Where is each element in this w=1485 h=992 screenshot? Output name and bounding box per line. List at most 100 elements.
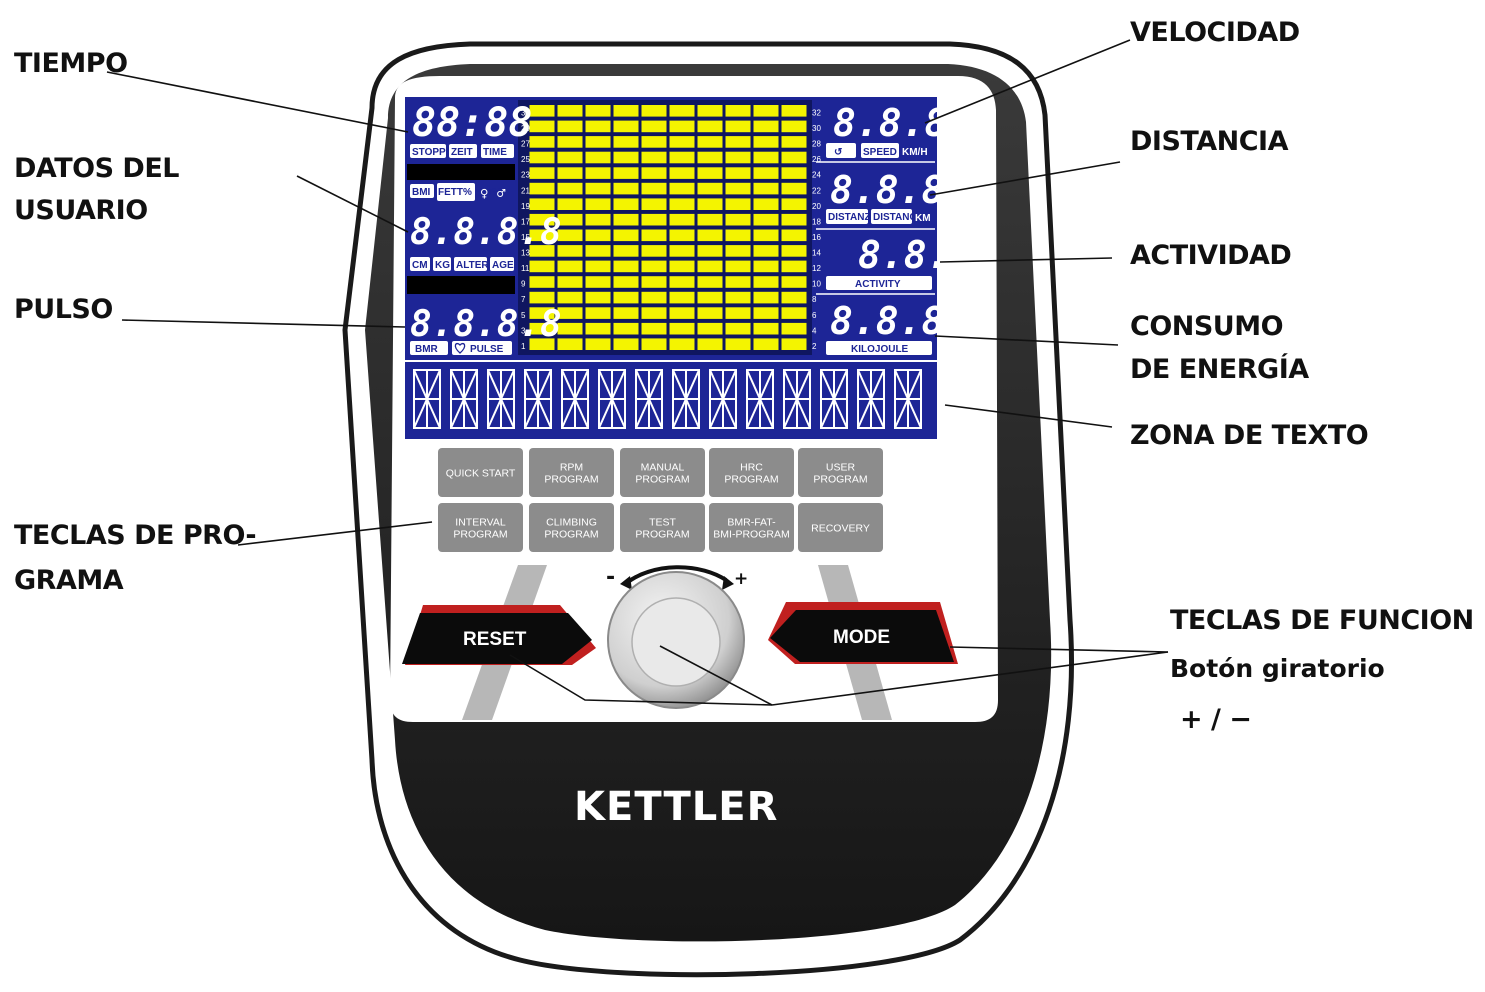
- callout-tiempo: TIEMPO: [14, 48, 128, 79]
- bar-segment: [557, 198, 583, 210]
- program-key[interactable]: QUICK START: [438, 448, 523, 497]
- callout-teclas-funcion: TECLAS DE FUNCION: [1170, 605, 1474, 636]
- tick-left: 13: [521, 249, 530, 258]
- bar-segment: [613, 105, 639, 117]
- bar-segment: [641, 229, 667, 242]
- bar-segment: [529, 105, 555, 117]
- bar-segment: [529, 322, 555, 335]
- rotary-knob[interactable]: - +: [606, 565, 748, 709]
- bar-segment: [753, 307, 779, 319]
- callout-boton-giratorio: Botón giratorio: [1170, 654, 1385, 683]
- leader-velocidad: [924, 39, 1131, 124]
- bar-segment: [585, 291, 611, 304]
- bar-segment: [641, 307, 667, 319]
- bar-segment: [585, 276, 611, 288]
- bar-segment: [641, 182, 667, 195]
- unit-age: AGE: [492, 260, 514, 271]
- separator-1: [407, 164, 515, 180]
- bar-segment: [613, 307, 639, 319]
- bar-segment: [613, 167, 639, 179]
- bar-segment: [697, 182, 723, 195]
- tick-right: 26: [812, 155, 821, 164]
- bar-segment: [557, 245, 583, 257]
- bar-segment: [641, 245, 667, 257]
- speed-digits: 8.8.8: [833, 101, 947, 145]
- unit-kg: KG: [435, 260, 450, 271]
- bar-segment: [585, 338, 611, 350]
- bar-segment: [585, 245, 611, 257]
- bar-segment: [557, 213, 583, 226]
- bar-segment: [725, 182, 751, 195]
- bar-segment: [697, 120, 723, 133]
- tick-right: 4: [812, 326, 817, 335]
- tick-left: 15: [521, 233, 530, 242]
- bar-segment: [613, 322, 639, 335]
- bar-segment: [585, 229, 611, 242]
- program-key-label: HRC: [740, 462, 763, 474]
- program-key-label: RECOVERY: [811, 523, 870, 535]
- program-key-label: PROGRAM: [544, 529, 598, 541]
- reset-button[interactable]: RESET: [402, 605, 596, 665]
- tick-left: 21: [521, 186, 530, 195]
- tick-right: 6: [812, 311, 817, 320]
- bar-segment: [585, 260, 611, 273]
- label-distanz: DISTANZ: [828, 212, 871, 223]
- tick-left: 25: [521, 155, 530, 164]
- program-key-label: USER: [826, 462, 856, 474]
- bar-segment: [641, 260, 667, 273]
- text-zone-char: [709, 369, 737, 429]
- program-key-label: PROGRAM: [635, 474, 689, 486]
- bar-segment: [669, 260, 695, 273]
- program-key[interactable]: RECOVERY: [798, 503, 883, 552]
- bar-segment: [725, 229, 751, 242]
- bar-segment: [697, 229, 723, 242]
- bar-segment: [753, 291, 779, 304]
- text-zone-char: [672, 369, 700, 429]
- leader-distancia: [929, 161, 1121, 196]
- bar-segment: [557, 229, 583, 242]
- bar-segment: [781, 307, 807, 319]
- program-key[interactable]: BMR-FAT-BMI-PROGRAM: [709, 503, 794, 552]
- bar-segment: [641, 291, 667, 304]
- label-zeit: ZEIT: [451, 147, 473, 158]
- bar-segment: [585, 105, 611, 117]
- bar-segment: [641, 151, 667, 164]
- unit-alter: ALTER: [456, 260, 489, 271]
- user-units: CM KG ALTER AGE: [410, 257, 514, 271]
- bar-segment: [557, 182, 583, 195]
- mode-button[interactable]: MODE: [768, 602, 958, 664]
- bar-segment: [613, 338, 639, 350]
- bar-segment: [725, 338, 751, 350]
- text-zone-char: [450, 369, 478, 429]
- bar-segment: [641, 105, 667, 117]
- tick-left: 9: [521, 280, 526, 289]
- tick-left: 31: [521, 109, 530, 118]
- leader-knob-right: [771, 651, 1169, 706]
- distance-labels: DISTANZ DISTANCE KM: [826, 209, 931, 224]
- dial-minus: -: [606, 565, 615, 590]
- tick-right: 18: [812, 217, 821, 226]
- tick-left: 19: [521, 202, 530, 211]
- text-zone-char: [746, 369, 774, 429]
- bar-segment: [669, 229, 695, 242]
- leader-pulso: [121, 319, 406, 328]
- text-zone-char: [894, 369, 922, 429]
- bar-graph: [529, 105, 807, 350]
- program-key-label: INTERVAL: [455, 517, 506, 529]
- callout-pulso: PULSO: [14, 294, 113, 325]
- callout-datos-2: USUARIO: [14, 195, 148, 226]
- bar-segment: [613, 213, 639, 226]
- arrow-left-icon: [620, 576, 632, 590]
- leader-consumo: [934, 335, 1119, 346]
- tick-left: 11: [521, 264, 530, 273]
- female-icon: ♀: [480, 186, 488, 202]
